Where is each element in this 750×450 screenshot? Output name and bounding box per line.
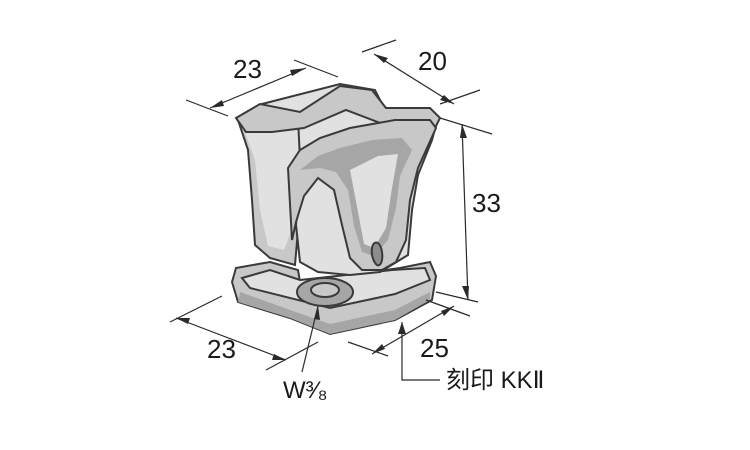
stud-hole xyxy=(310,282,340,298)
dim-top-right: 20 xyxy=(361,39,481,105)
dim-top-left-value: 23 xyxy=(233,54,262,84)
front-clip-face xyxy=(350,154,398,248)
dim-bottom-left: 23 xyxy=(169,295,319,371)
clip-fitting-illustration xyxy=(230,82,442,336)
dim-height: 33 xyxy=(435,117,501,303)
marking-label: 刻印 KKⅡ xyxy=(446,367,545,394)
base-front-edge xyxy=(238,292,430,334)
leader-thread: W³⁄₈ xyxy=(283,305,328,404)
dim-bottom-right-value: 25 xyxy=(420,333,449,363)
dim-height-value: 33 xyxy=(472,188,501,218)
dim-bottom-left-value: 23 xyxy=(207,334,236,364)
dim-bottom-right: 25 xyxy=(347,299,471,363)
dim-top-left: 23 xyxy=(185,54,339,117)
left-wing-highlight xyxy=(242,114,300,250)
leader-marking: 刻印 KKⅡ xyxy=(398,322,545,394)
dim-top-right-value: 20 xyxy=(418,46,447,76)
thread-label: W³⁄₈ xyxy=(283,377,328,404)
body-slot xyxy=(370,241,384,267)
